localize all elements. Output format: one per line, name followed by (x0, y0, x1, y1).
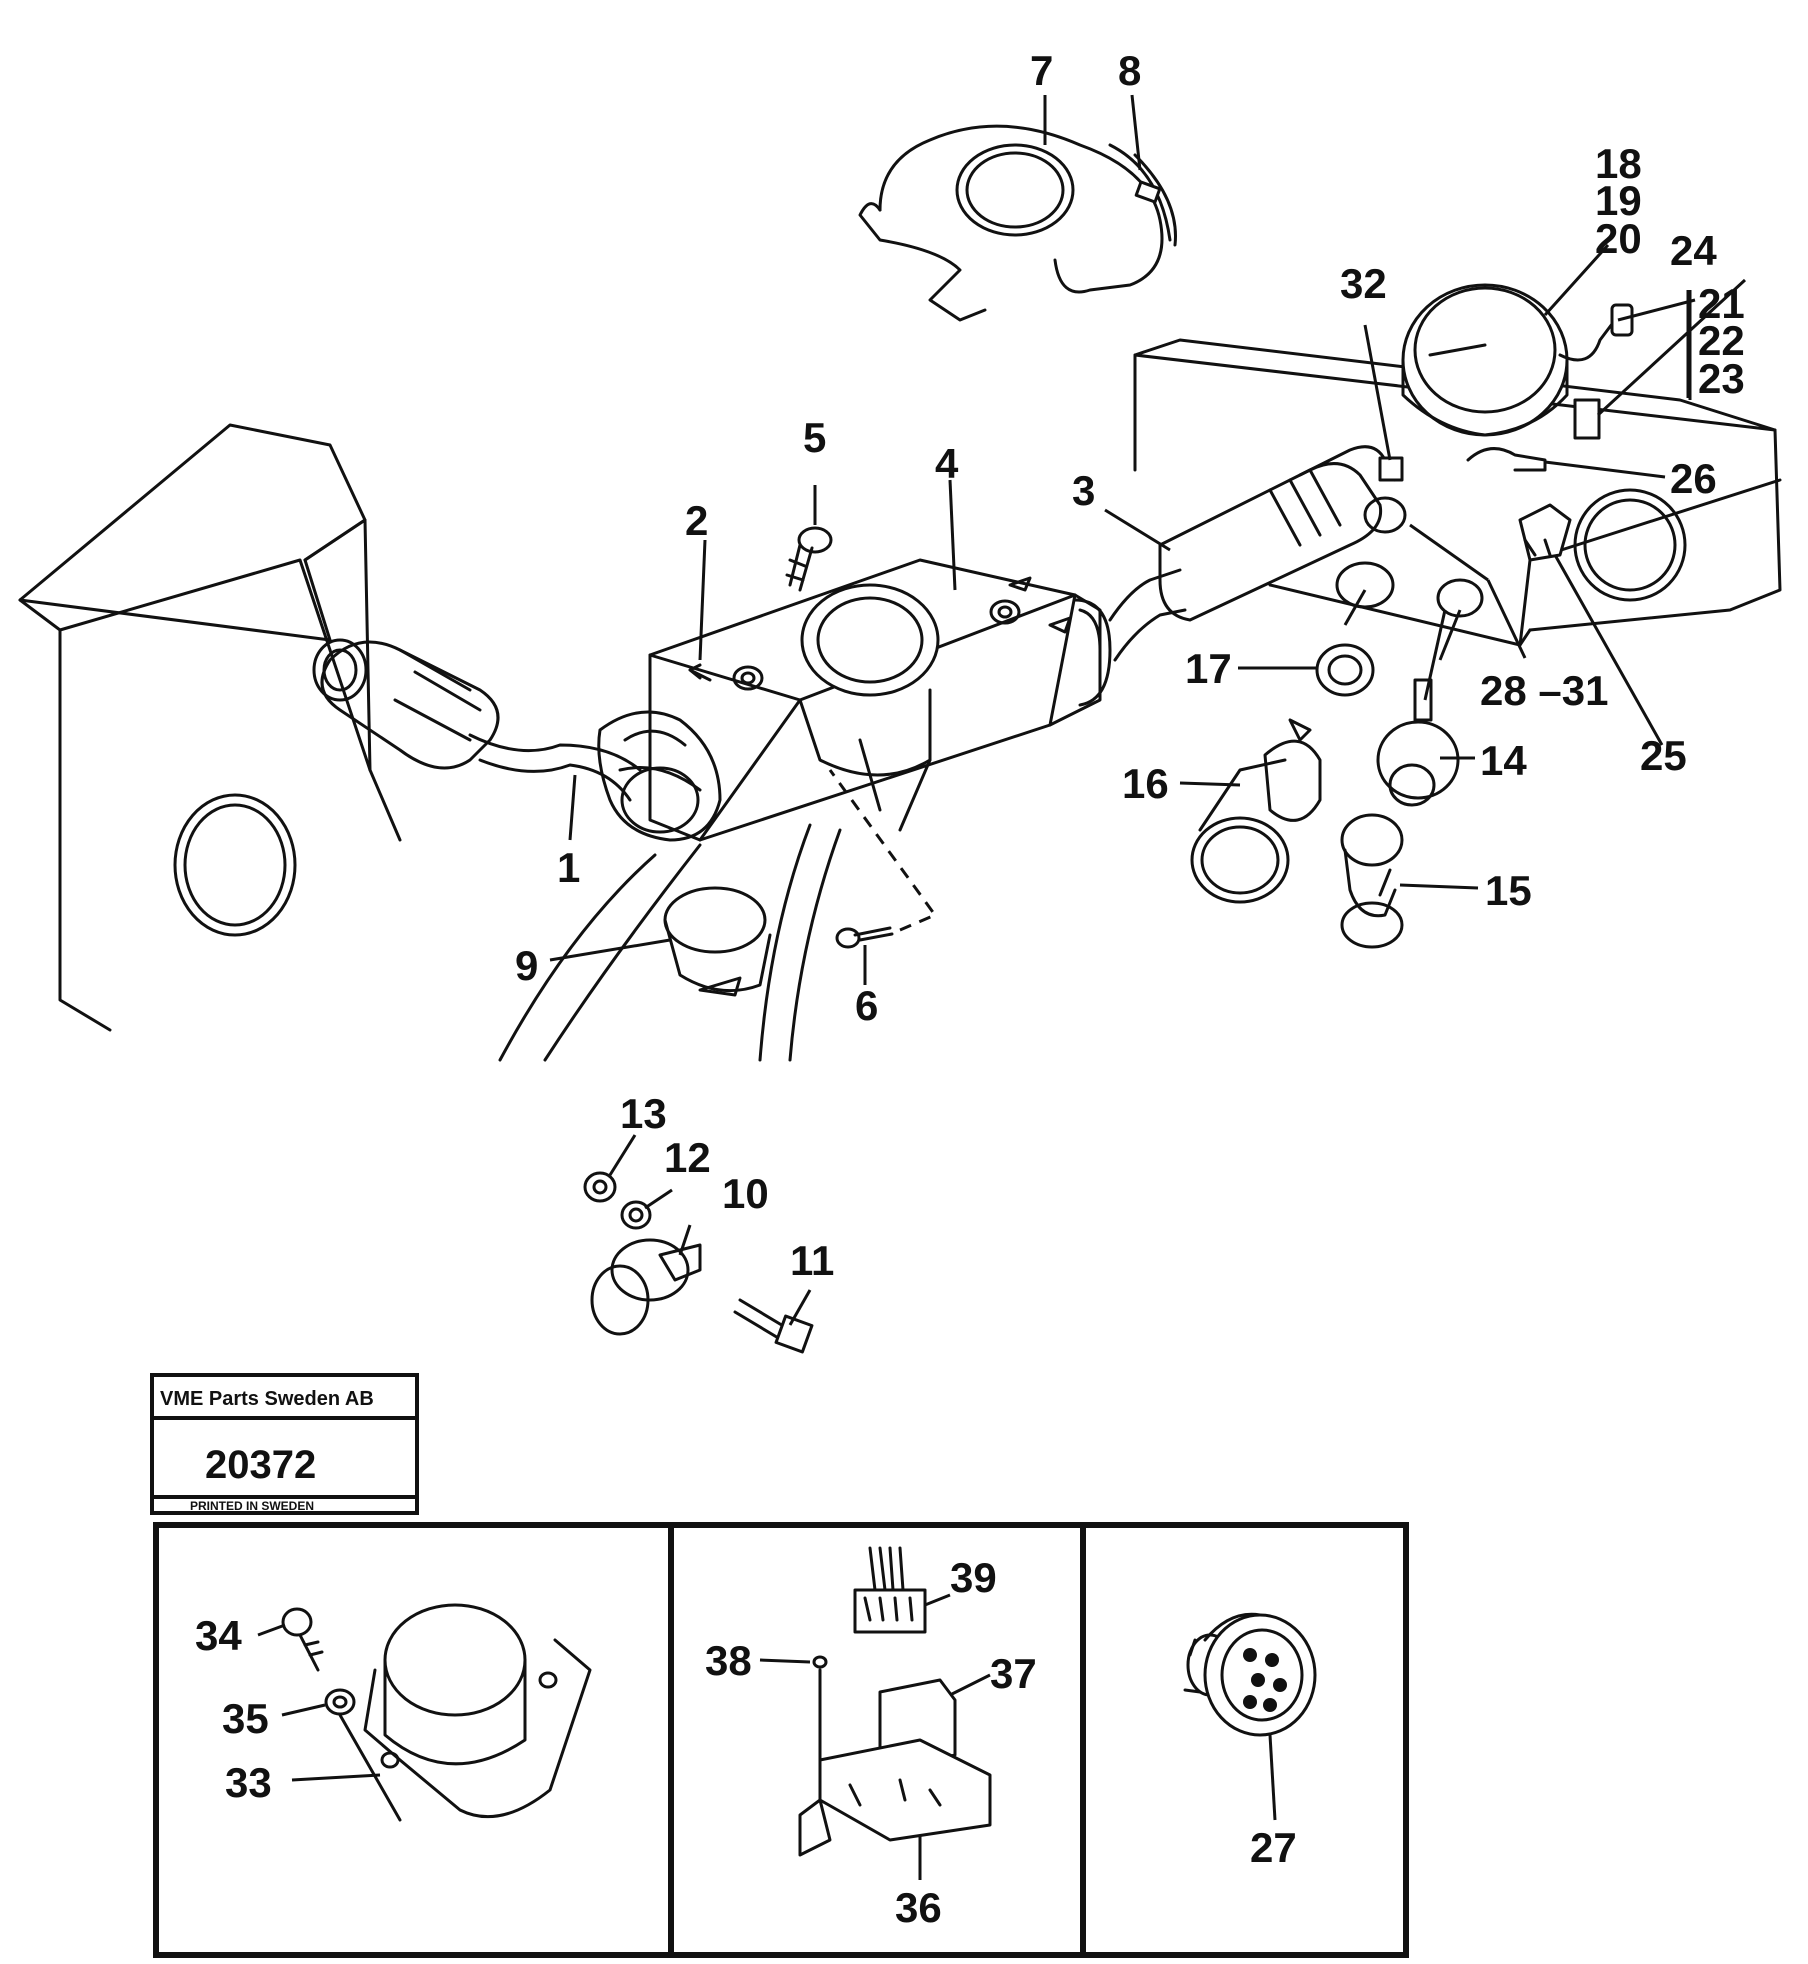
callout-35: 35 (222, 1695, 269, 1742)
callout-37: 37 (990, 1650, 1037, 1697)
socket-14 (1376, 678, 1460, 807)
drawing-number: 20372 (205, 1443, 316, 1487)
callout-16: 16 (1122, 760, 1169, 807)
callout-6: 6 (855, 982, 878, 1029)
callout-28-31: 28 –31 (1480, 667, 1608, 714)
callout-22: 22 (1698, 317, 1745, 364)
callout-15: 15 (1485, 867, 1532, 914)
callout-14: 14 (1480, 737, 1527, 784)
gauge-instrument (1401, 283, 1634, 472)
company-title-block: VME Parts Sweden AB 20372 PRINTED IN SWE… (150, 1373, 419, 1515)
callout-21: 21 (1698, 280, 1745, 327)
steering-column-lines (498, 823, 842, 1062)
relay-33 (281, 1603, 592, 1822)
screw-6 (828, 769, 938, 949)
callout-34: 34 (195, 1612, 242, 1659)
right-stalk-switch (1108, 445, 1407, 662)
callout-25: 25 (1640, 732, 1687, 779)
callout-20: 20 (1595, 215, 1642, 262)
callout-39: 39 (950, 1554, 997, 1601)
relay-36-39 (798, 1546, 992, 1857)
callout-23: 23 (1698, 355, 1745, 402)
callout-38: 38 (705, 1637, 752, 1684)
callout-12: 12 (664, 1134, 711, 1181)
callout-5: 5 (803, 414, 826, 461)
callout-19: 19 (1595, 177, 1642, 224)
callout-27: 27 (1250, 1824, 1297, 1871)
leader-lines (257, 94, 1747, 1880)
callout-18: 18 (1595, 140, 1642, 187)
callout-33: 33 (225, 1759, 272, 1806)
callout-numbers: 1 2 3 4 5 6 7 8 9 10 11 12 13 14 15 16 1… (195, 47, 1745, 1931)
steering-column-cover (858, 124, 1177, 322)
callout-2: 2 (685, 497, 708, 544)
connector-25 (1518, 503, 1572, 562)
left-dashboard-panel (18, 423, 402, 1032)
printed-in-sweden: PRINTED IN SWEDEN (190, 1499, 314, 1513)
callout-1: 1 (557, 844, 580, 891)
callout-3: 3 (1072, 467, 1095, 514)
switch-16 (1190, 718, 1322, 904)
left-stalk-switch (312, 638, 722, 842)
washer-17 (1315, 643, 1375, 697)
callout-17: 17 (1185, 645, 1232, 692)
parts-10-13 (583, 1171, 814, 1354)
callout-32: 32 (1340, 260, 1387, 307)
callout-36: 36 (895, 1884, 942, 1931)
company-name: VME Parts Sweden AB (160, 1388, 374, 1410)
callout-4: 4 (935, 440, 959, 487)
screw-5 (785, 526, 833, 592)
inset-frame (153, 1522, 1409, 1958)
cap-15 (1340, 813, 1404, 949)
clamp-ring (663, 886, 772, 997)
switch-housing (648, 558, 1112, 842)
callout-24: 24 (1670, 227, 1717, 274)
callout-13: 13 (620, 1090, 667, 1137)
callout-10: 10 (722, 1170, 769, 1217)
callout-11: 11 (790, 1237, 834, 1284)
callout-7: 7 (1030, 47, 1053, 94)
callout-9: 9 (515, 942, 538, 989)
socket-27 (1183, 1612, 1317, 1737)
callout-8: 8 (1118, 47, 1141, 94)
callout-26: 26 (1670, 455, 1717, 502)
